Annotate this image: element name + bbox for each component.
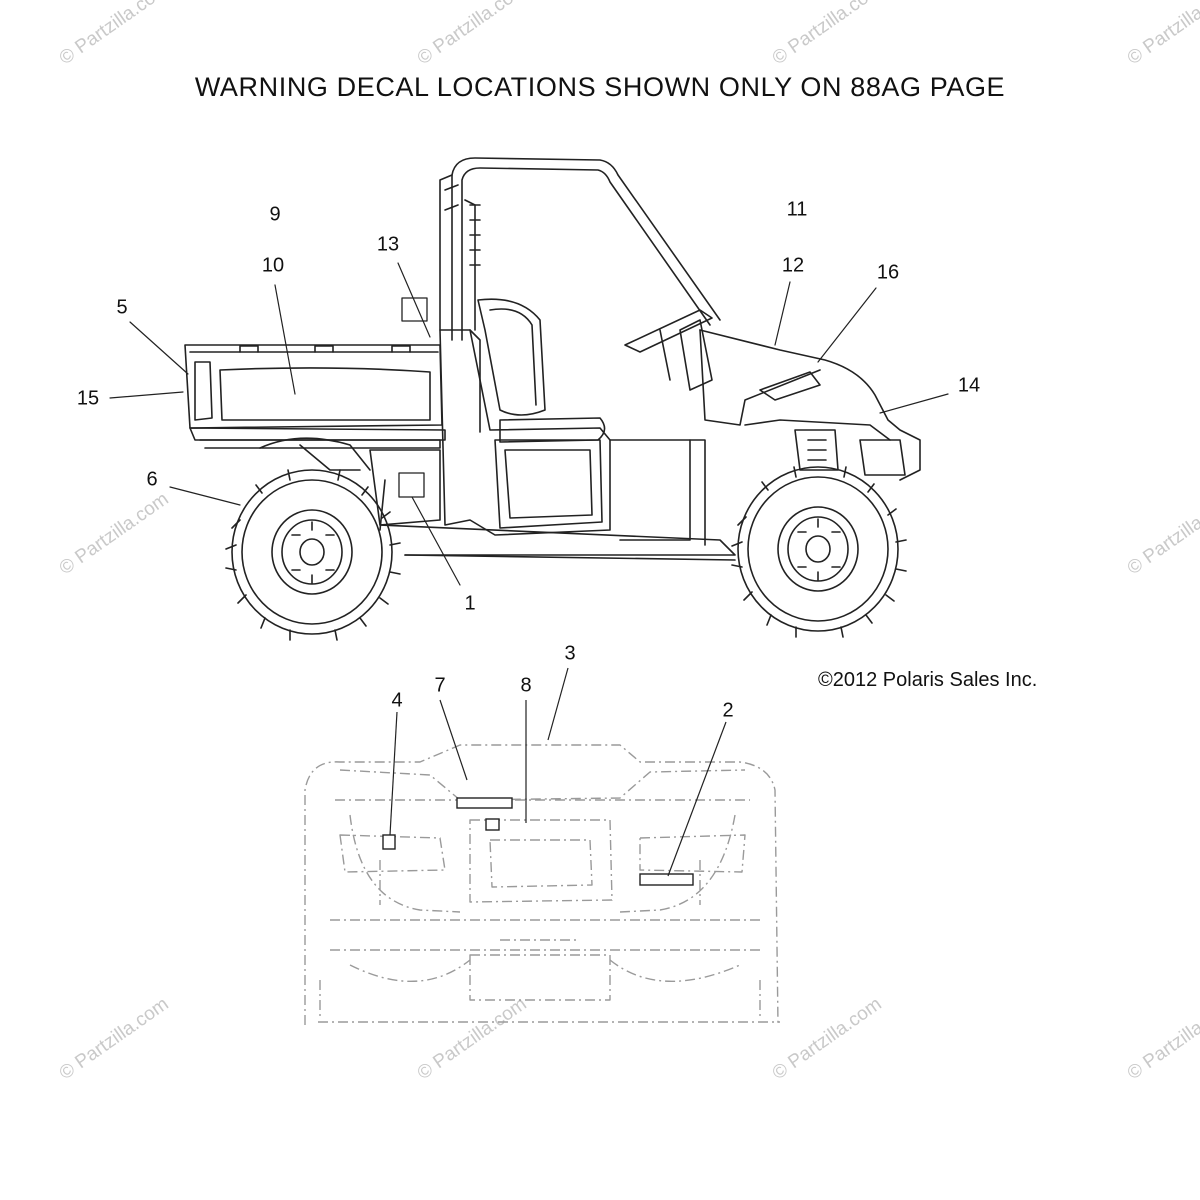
callout-16: 16 xyxy=(876,261,900,284)
callout-11: 11 xyxy=(786,198,808,221)
copyright-notice: ©2012 Polaris Sales Inc. xyxy=(818,669,1038,691)
callout-5: 5 xyxy=(116,296,128,319)
seat xyxy=(477,298,606,443)
rear-wheel xyxy=(225,469,401,641)
callout-2: 2 xyxy=(722,699,734,722)
callout-14: 14 xyxy=(957,374,981,397)
decal-7-marker xyxy=(456,797,513,809)
leader-lines-side xyxy=(109,262,949,586)
front-end xyxy=(689,329,921,546)
roll-cage xyxy=(439,157,721,341)
callout-3: 3 xyxy=(564,642,576,665)
callout-7: 7 xyxy=(434,674,446,697)
callout-6: 6 xyxy=(146,468,158,491)
callout-10: 10 xyxy=(261,254,285,277)
callout-13: 13 xyxy=(376,233,400,256)
steering-dash xyxy=(624,309,713,391)
decal-13-marker xyxy=(401,297,428,322)
diagram-title: WARNING DECAL LOCATIONS SHOWN ONLY ON 88… xyxy=(194,72,1006,102)
front-wheel xyxy=(731,466,907,638)
callout-15: 15 xyxy=(76,387,100,410)
callout-4: 4 xyxy=(391,689,403,712)
decal-8-marker xyxy=(485,818,500,831)
decal-4-marker xyxy=(382,834,396,850)
callout-12: 12 xyxy=(781,254,805,277)
cab-body xyxy=(439,329,691,541)
callout-9: 9 xyxy=(269,203,281,226)
callout-8: 8 xyxy=(520,674,532,697)
decal-2-marker xyxy=(639,873,694,886)
callout-1: 1 xyxy=(464,592,476,615)
